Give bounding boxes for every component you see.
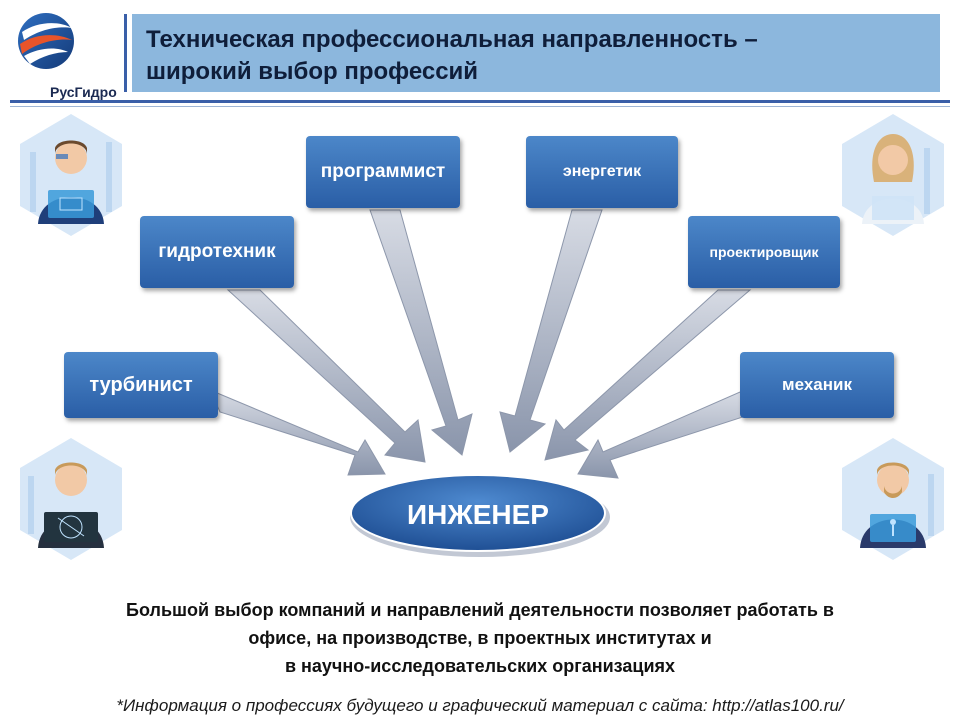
header-divider [124,14,127,92]
title-line-1: Техническая профессиональная направленно… [146,26,758,53]
profession-turbinist: турбинист [64,352,218,418]
rushydro-logo: РусГидро [14,10,118,100]
profession-programmist: программист [306,136,460,208]
center-ellipse [350,474,606,552]
center-label: ИНЖЕНЕР [407,499,549,530]
engineer-illustration-bottom-left [20,438,122,560]
logo-text: РусГидро [50,84,117,100]
arrow-proektirovshchik [544,289,752,461]
description-line-2: офисе, на производстве, в проектных инст… [248,628,712,648]
profession-hydrotechnik: гидротехник [140,216,294,288]
description-line-1: Большой выбор компаний и направлений дея… [126,600,834,620]
title-line-2: широкий выбор профессий [146,58,479,85]
source-footnote: *Информация о профессиях будущего и граф… [116,696,844,715]
rushydro-logo-icon [18,13,74,69]
profession-proektirovshchik: проектировщик [688,216,840,288]
header-rule-thin [10,106,950,107]
engineer-illustration-top-right [842,114,944,236]
profession-mekhanik: механик [740,352,894,418]
arrow-mekhanik [577,391,753,479]
description-text: Большой выбор компаний и направлений дея… [0,596,960,680]
page-title: Техническая профессиональная направленно… [146,24,758,88]
arrow-energetik [499,209,603,453]
arrow-programmist [369,209,473,456]
header-rule [10,100,950,103]
engineer-illustration-top-left [20,114,122,236]
description-line-3: в научно-исследовательских организациях [284,656,676,676]
profession-energetik: энергетик [526,136,678,208]
engineer-illustration-bottom-right [842,438,944,560]
arrow-turbinist [209,389,386,476]
arrow-hydrotechnik [226,289,426,463]
title-banner: Техническая профессиональная направленно… [132,14,940,92]
